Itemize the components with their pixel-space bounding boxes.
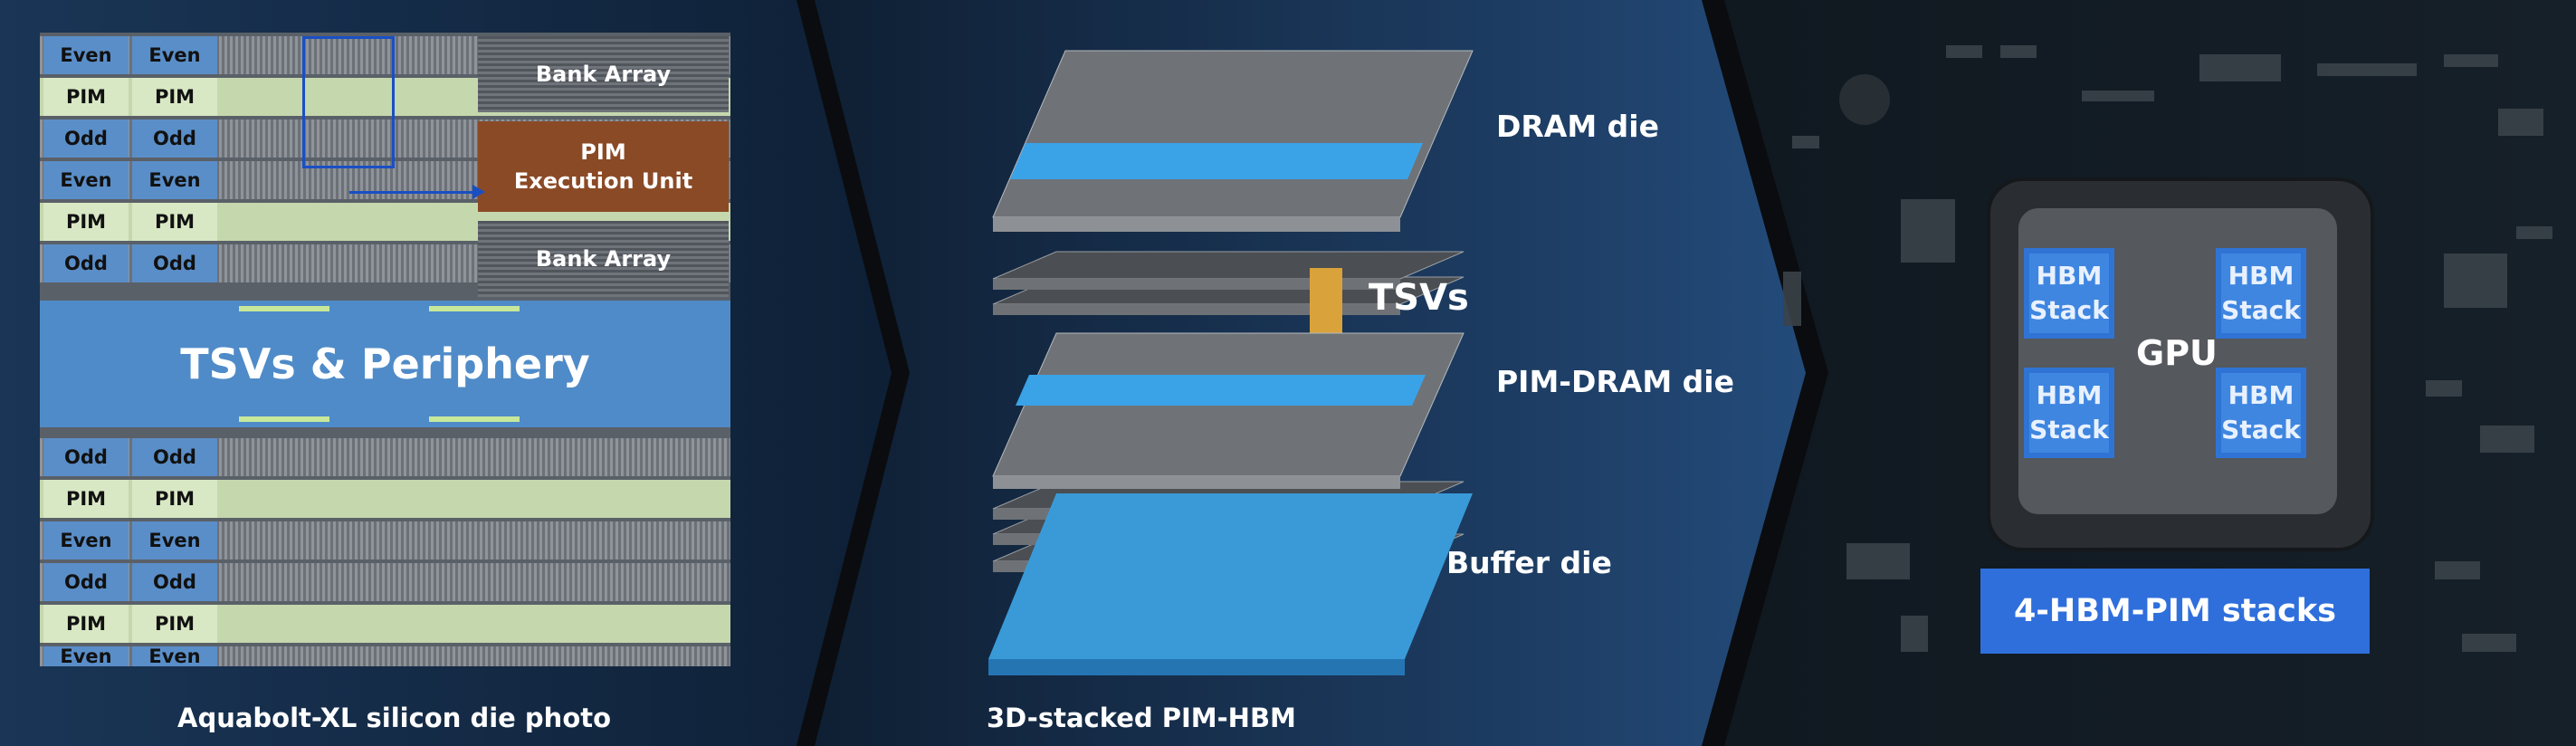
row-label: PIM xyxy=(132,78,217,116)
hbm-stack: HBM Stack xyxy=(2024,368,2114,458)
row-label: PIM xyxy=(132,203,217,241)
row-label: PIM xyxy=(132,605,217,643)
row-label: Even xyxy=(132,646,217,666)
dram-die-label: DRAM die xyxy=(1496,109,1659,144)
zoom-selection-box xyxy=(302,36,395,168)
pim-execution-unit: PIM Execution Unit xyxy=(478,121,729,212)
periphery-marker xyxy=(429,306,520,311)
row-label: Odd xyxy=(132,244,217,282)
row-label: PIM xyxy=(43,605,129,643)
row-label: PIM xyxy=(43,78,129,116)
hbm-stack: HBM Stack xyxy=(2216,368,2306,458)
pim-dram-die-label: PIM-DRAM die xyxy=(1496,364,1734,399)
row-label: Odd xyxy=(132,438,217,476)
zoom-arrow-head xyxy=(472,185,485,199)
zoom-arrow xyxy=(349,191,476,194)
stack-caption: 3D-stacked PIM-HBM xyxy=(987,703,1296,733)
pcb-components xyxy=(1783,45,2552,652)
periphery-marker xyxy=(239,416,329,422)
row-label: Even xyxy=(43,36,129,74)
row-label: Even xyxy=(43,161,129,199)
hbm-stack: HBM Stack xyxy=(2024,248,2114,339)
tsv-periphery-band: TSVs & Periphery xyxy=(40,301,730,427)
row-label: Odd xyxy=(132,563,217,601)
row-label: Odd xyxy=(43,563,129,601)
buffer-die xyxy=(988,493,1473,675)
die-photo-caption: Aquabolt-XL silicon die photo xyxy=(177,703,612,733)
row-label: PIM xyxy=(132,480,217,518)
tsvs-label: TSVs xyxy=(1369,277,1469,319)
row-label: PIM xyxy=(43,480,129,518)
row-label: PIM xyxy=(43,203,129,241)
row-label: Odd xyxy=(43,244,129,282)
row-label: Odd xyxy=(132,120,217,158)
gpu-label: GPU xyxy=(2136,333,2218,373)
row-label: Even xyxy=(43,646,129,666)
periphery-marker xyxy=(239,306,329,311)
buffer-die-label: Buffer die xyxy=(1446,545,1612,580)
row-label: Odd xyxy=(43,438,129,476)
row-label: Even xyxy=(132,36,217,74)
row-label: Even xyxy=(132,161,217,199)
periphery-marker xyxy=(429,416,520,422)
dram-die-layers xyxy=(992,50,1474,315)
bank-array-top: Bank Array xyxy=(478,36,729,112)
hbm-stack: HBM Stack xyxy=(2216,248,2306,339)
row-label: Odd xyxy=(43,120,129,158)
row-label: Even xyxy=(43,521,129,560)
row-label: Even xyxy=(132,521,217,560)
bank-array-bottom: Bank Array xyxy=(478,221,729,297)
hbm-pim-stacks-button[interactable]: 4-HBM-PIM stacks xyxy=(1980,569,2370,654)
